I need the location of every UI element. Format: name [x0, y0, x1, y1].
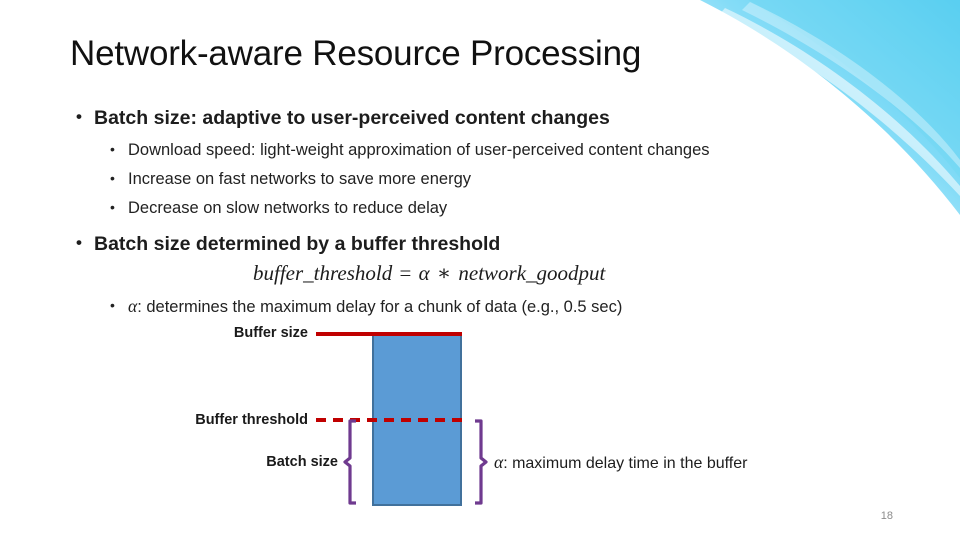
- max-delay-brace: [475, 419, 488, 505]
- sub-bullet-alpha-definition: α: determines the maximum delay for a ch…: [70, 291, 900, 322]
- formula-alpha: α: [418, 261, 430, 285]
- slide-title: Network-aware Resource Processing: [70, 34, 642, 73]
- diagram-label-max-delay: α: maximum delay time in the buffer: [494, 452, 747, 473]
- formula-multiply: ∗: [436, 261, 452, 285]
- diagram-label-buffer-size: Buffer size: [233, 325, 308, 341]
- formula-row: buffer_threshold = α ∗ network_goodput: [70, 261, 900, 291]
- sub-bullet-download-speed: Download speed: light-weight approximati…: [70, 135, 900, 165]
- diagram-alpha-text: : maximum delay time in the buffer: [503, 455, 748, 472]
- formula-equals: =: [399, 261, 412, 285]
- bullet-batch-size-adaptive: Batch size: adaptive to user-perceived c…: [70, 102, 900, 133]
- diagram-label-batch-size: Batch size: [266, 454, 338, 470]
- formula-buffer-threshold: buffer_threshold = α ∗ network_goodput: [253, 261, 605, 286]
- bullet-batch-size-threshold: Batch size determined by a buffer thresh…: [70, 228, 900, 259]
- sub-bullet-increase-fast-networks: Increase on fast networks to save more e…: [70, 164, 900, 194]
- sub-bullet-list: Download speed: light-weight approximati…: [70, 135, 900, 223]
- page-number: 18: [880, 510, 893, 522]
- alpha-symbol: α: [128, 296, 138, 316]
- formula-lhs: buffer_threshold: [253, 261, 393, 285]
- diagram-alpha-symbol: α: [494, 452, 504, 472]
- sub-bullet-decrease-slow-networks: Decrease on slow networks to reduce dela…: [70, 193, 900, 223]
- formula-rhs: network_goodput: [458, 261, 606, 285]
- buffer-rectangle: [372, 334, 462, 506]
- slide-body: Batch size: adaptive to user-perceived c…: [70, 102, 900, 322]
- alpha-definition-text: : determines the maximum delay for a chu…: [137, 298, 623, 316]
- batch-size-brace: [343, 419, 356, 505]
- diagram-label-buffer-threshold: Buffer threshold: [195, 412, 308, 428]
